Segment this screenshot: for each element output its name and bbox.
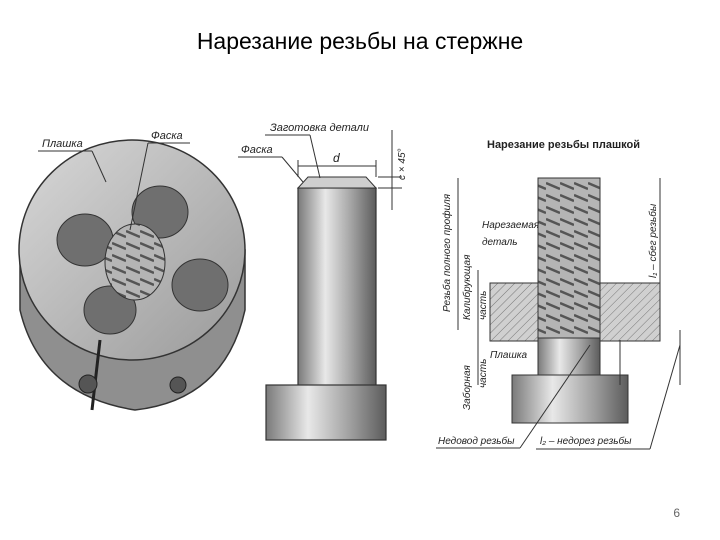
intake-label-1: Заборная <box>461 364 473 410</box>
part-being-cut-label: Нарезаемая <box>482 220 540 231</box>
diameter-label: d <box>333 151 340 165</box>
die-label: Плашка <box>42 138 83 150</box>
blank-label: Заготовка детали <box>270 122 369 134</box>
blank-drawing <box>238 130 402 441</box>
undercut-short-label: Недовод резьбы <box>438 435 515 447</box>
threading-drawing <box>436 177 681 450</box>
calibrating-label-2: часть <box>478 291 489 320</box>
threading-header: Нарезание резьбы плашкой <box>487 139 640 151</box>
die-chamfer-label: Фаска <box>151 130 183 142</box>
page-number: 6 <box>673 506 680 520</box>
slide-title: Нарезание резьбы на стержне <box>196 28 524 54</box>
runout-label: l₁ – сбег резьбы <box>647 203 659 278</box>
die-drawing <box>18 139 246 411</box>
intake-label-2: часть <box>478 359 489 388</box>
chamfer-size-label: c × 45° <box>397 148 408 180</box>
full-profile-label: Резьба полного профиля <box>441 193 453 312</box>
calibrating-label-1: Калибрующая <box>461 254 473 320</box>
threading-die-label: Плашка <box>490 350 527 361</box>
undercut-label: l₂ – недорез резьбы <box>540 435 632 447</box>
part-being-cut-label-2: деталь <box>482 237 518 248</box>
blank-chamfer-label: Фаска <box>241 144 273 156</box>
